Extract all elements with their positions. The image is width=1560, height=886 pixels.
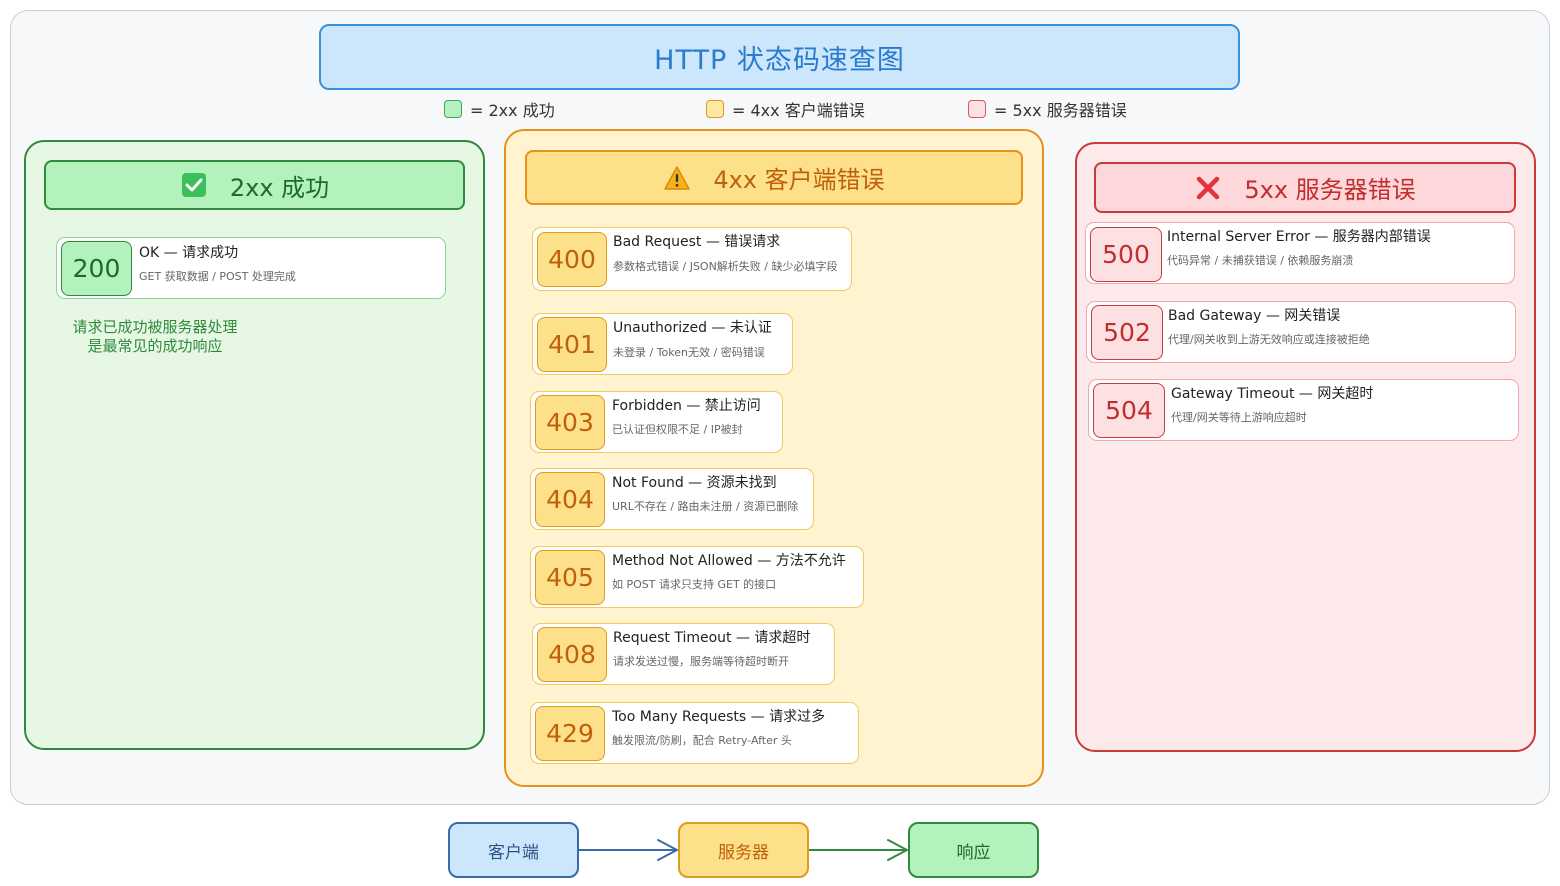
group-heading-4xx: 4xx 客户端错误 xyxy=(525,150,1023,205)
arrow-client-to-server xyxy=(579,839,678,861)
status-card-desc: 请求发送过慢，服务端等待超时断开 xyxy=(613,655,789,668)
status-card-200: 200 OK — 请求成功 GET 获取数据 / POST 处理完成 xyxy=(56,237,446,299)
status-card-403: 403 Forbidden — 禁止访问 已认证但权限不足 / IP被封 xyxy=(530,391,783,453)
status-card-desc: URL不存在 / 路由未注册 / 资源已删除 xyxy=(612,500,799,513)
status-card-401: 401 Unauthorized — 未认证 未登录 / Token无效 / 密… xyxy=(532,313,793,375)
status-card-500: 500 Internal Server Error — 服务器内部错误 代码异常… xyxy=(1085,222,1515,284)
flow-node-server: 服务器 xyxy=(678,822,809,878)
status-card-title: Method Not Allowed — 方法不允许 xyxy=(612,553,846,569)
status-card-504: 504 Gateway Timeout — 网关超时 代理/网关等待上游响应超时 xyxy=(1088,379,1519,441)
status-card-title: Unauthorized — 未认证 xyxy=(613,320,772,336)
status-card-title: Request Timeout — 请求超时 xyxy=(613,630,811,646)
legend-swatch-2xx xyxy=(444,100,462,118)
status-card-title: Internal Server Error — 服务器内部错误 xyxy=(1167,229,1431,245)
status-card-desc: 如 POST 请求只支持 GET 的接口 xyxy=(612,578,777,591)
check-icon xyxy=(180,171,208,199)
status-code-badge: 504 xyxy=(1093,383,1165,438)
status-card-desc: 代理/网关等待上游响应超时 xyxy=(1171,411,1307,424)
flow-node-response: 响应 xyxy=(908,822,1039,878)
group-heading-2xx-label: 2xx 成功 xyxy=(229,173,330,202)
status-card-404: 404 Not Found — 资源未找到 URL不存在 / 路由未注册 / 资… xyxy=(530,468,814,530)
warning-icon xyxy=(663,164,691,192)
group-heading-2xx: 2xx 成功 xyxy=(44,160,465,210)
group-panel-2xx xyxy=(24,140,485,750)
status-card-408: 408 Request Timeout — 请求超时 请求发送过慢，服务端等待超… xyxy=(532,623,835,685)
status-code-badge: 500 xyxy=(1090,227,1162,282)
status-code-badge: 200 xyxy=(61,241,132,296)
status-code-badge: 403 xyxy=(535,395,605,450)
status-code-badge: 408 xyxy=(537,627,607,682)
status-code-badge: 400 xyxy=(537,232,607,287)
legend-label-5xx: = 5xx 服务器错误 xyxy=(994,101,1127,120)
arrow-server-to-response xyxy=(809,839,908,861)
success-note: 请求已成功被服务器处理 是最常见的成功响应 xyxy=(60,318,250,356)
legend-item-5xx: = 5xx 服务器错误 xyxy=(968,98,1127,120)
flow-node-client: 客户端 xyxy=(448,822,579,878)
status-code-badge: 502 xyxy=(1091,305,1163,360)
status-card-desc: GET 获取数据 / POST 处理完成 xyxy=(139,270,296,283)
status-card-title: Bad Gateway — 网关错误 xyxy=(1168,308,1341,324)
legend-item-2xx: = 2xx 成功 xyxy=(444,98,555,120)
status-card-400: 400 Bad Request — 错误请求 参数格式错误 / JSON解析失败… xyxy=(532,227,852,291)
status-card-title: OK — 请求成功 xyxy=(139,245,239,261)
status-card-desc: 代理/网关收到上游无效响应或连接被拒绝 xyxy=(1168,333,1370,346)
legend-item-4xx: = 4xx 客户端错误 xyxy=(706,98,865,120)
status-card-desc: 触发限流/防刷，配合 Retry-After 头 xyxy=(612,734,792,747)
status-card-502: 502 Bad Gateway — 网关错误 代理/网关收到上游无效响应或连接被… xyxy=(1086,301,1516,363)
legend-swatch-5xx xyxy=(968,100,986,118)
status-card-title: Too Many Requests — 请求过多 xyxy=(612,709,826,725)
status-card-405: 405 Method Not Allowed — 方法不允许 如 POST 请求… xyxy=(530,546,864,608)
status-code-badge: 401 xyxy=(537,317,607,372)
success-note-line: 请求已成功被服务器处理 xyxy=(72,318,238,336)
status-card-desc: 已认证但权限不足 / IP被封 xyxy=(612,423,743,436)
status-card-desc: 参数格式错误 / JSON解析失败 / 缺少必填字段 xyxy=(613,260,838,273)
success-note-line: 是最常见的成功响应 xyxy=(87,337,223,355)
diagram-title: HTTP 状态码速查图 xyxy=(319,24,1240,90)
cross-icon xyxy=(1194,174,1222,202)
legend-label-4xx: = 4xx 客户端错误 xyxy=(732,101,865,120)
status-code-badge: 404 xyxy=(535,472,605,527)
status-card-title: Not Found — 资源未找到 xyxy=(612,475,777,491)
status-code-badge: 405 xyxy=(535,550,605,605)
legend-label-2xx: = 2xx 成功 xyxy=(470,101,555,120)
group-heading-4xx-label: 4xx 客户端错误 xyxy=(713,166,885,194)
group-heading-5xx-label: 5xx 服务器错误 xyxy=(1244,176,1416,204)
legend-swatch-4xx xyxy=(706,100,724,118)
status-card-desc: 代码异常 / 未捕获错误 / 依赖服务崩溃 xyxy=(1167,254,1354,267)
status-code-badge: 429 xyxy=(535,706,605,761)
status-card-title: Bad Request — 错误请求 xyxy=(613,234,781,250)
status-card-desc: 未登录 / Token无效 / 密码错误 xyxy=(613,346,765,359)
group-heading-5xx: 5xx 服务器错误 xyxy=(1094,162,1516,213)
status-card-title: Gateway Timeout — 网关超时 xyxy=(1171,386,1374,402)
status-card-title: Forbidden — 禁止访问 xyxy=(612,398,761,414)
status-card-429: 429 Too Many Requests — 请求过多 触发限流/防刷，配合 … xyxy=(530,702,859,764)
